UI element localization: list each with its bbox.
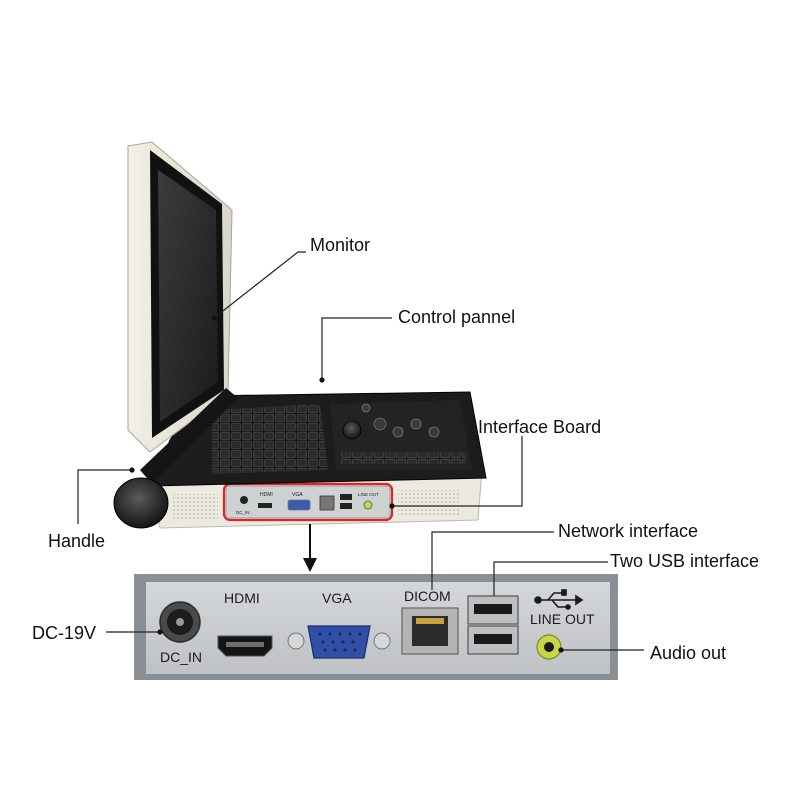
mini-rj45-port <box>319 495 335 511</box>
leader-handle <box>77 469 132 524</box>
leader-monitor <box>213 251 306 319</box>
mini-dc-jack <box>240 496 248 504</box>
mini-vga-port <box>287 499 311 511</box>
keyboard-keys <box>212 404 328 474</box>
control-knob <box>428 426 440 438</box>
mini-line-out-label: LINE OUT <box>358 492 379 497</box>
mini-usb-port <box>340 494 352 500</box>
rj45-contacts <box>416 618 444 624</box>
hdmi-port-inner <box>226 642 264 647</box>
callout-dc: DC-19V <box>32 623 97 643</box>
audio-jack-hole <box>544 642 554 652</box>
hdmi-label: HDMI <box>224 590 260 606</box>
control-knob <box>361 403 371 413</box>
callout-control-panel: Control pannel <box>398 307 516 327</box>
mini-vga-label: VGA <box>292 492 303 498</box>
control-sliders <box>340 452 466 464</box>
handle <box>113 477 169 529</box>
dc-in-label: DC_IN <box>160 649 202 665</box>
hinge <box>140 388 238 484</box>
usb-port-top-inner <box>474 604 512 614</box>
vga-screw-left <box>287 632 305 650</box>
leader-usb <box>493 561 608 596</box>
mini-hdmi-port <box>258 503 272 508</box>
monitor-screen <box>158 170 218 422</box>
usb-port-bottom-inner <box>474 634 512 644</box>
leader-lines <box>77 251 644 653</box>
vga-label: VGA <box>322 590 352 606</box>
callout-handle: Handle <box>48 531 106 551</box>
ultrasound-device: HDMI VGA DC_IN LINE OUT <box>113 141 487 529</box>
control-knob <box>410 418 422 430</box>
callout-usb-interface: Two USB interface <box>610 551 760 571</box>
dc-jack-pin <box>176 618 184 626</box>
mini-hdmi-label: HDMI <box>260 492 273 498</box>
line-out-label: LINE OUT <box>530 611 595 627</box>
vga-pins <box>318 632 362 652</box>
leader-interface-board <box>394 436 523 507</box>
dicom-label: DICOM <box>404 588 451 604</box>
trackball <box>342 420 362 440</box>
callout-interface-board: Interface Board <box>478 417 602 437</box>
speaker-grille-left <box>172 494 218 520</box>
leader-network <box>431 531 554 590</box>
callout-monitor: Monitor <box>310 235 371 255</box>
mini-dc-in-label: DC_IN <box>236 510 250 515</box>
callout-audio-out: Audio out <box>650 643 727 663</box>
mini-usb-port <box>340 503 352 509</box>
vga-port <box>307 625 371 659</box>
control-knob <box>373 417 387 431</box>
mini-audio-jack <box>363 500 373 510</box>
callout-network-interface: Network interface <box>558 521 699 541</box>
interface-highlight-box <box>222 482 394 522</box>
interface-panel: DC_IN HDMI VGA DICOM <box>134 574 618 680</box>
leader-control-panel <box>321 317 392 380</box>
control-knob <box>392 426 404 438</box>
zoom-arrow-head <box>303 558 317 572</box>
speaker-grille-right <box>398 490 460 516</box>
usb-symbol-icon <box>534 589 584 610</box>
panel-face <box>146 582 610 674</box>
vga-screw-right <box>373 632 391 650</box>
